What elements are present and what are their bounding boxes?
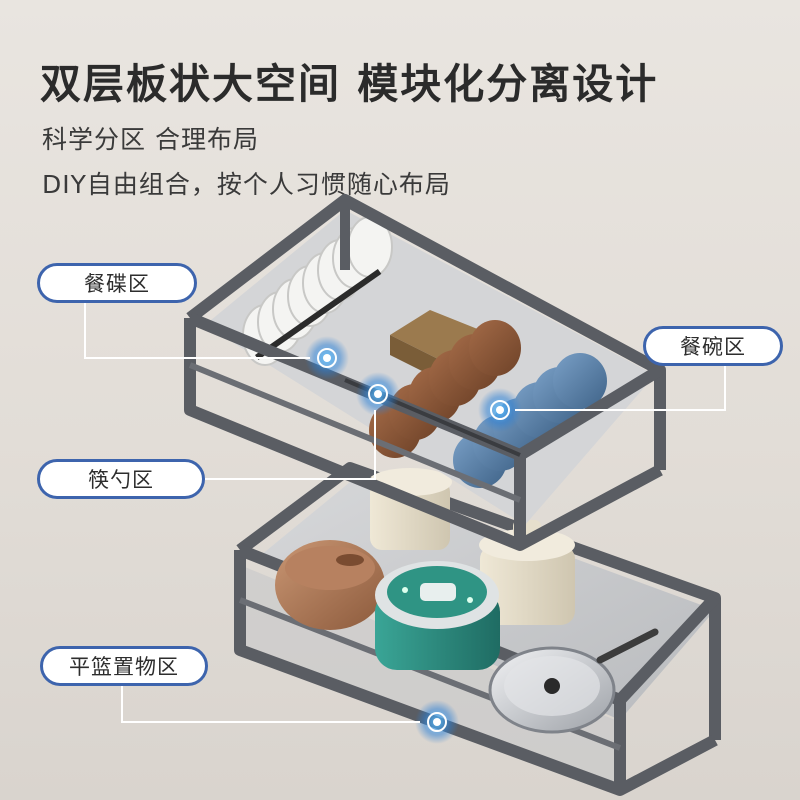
callout-flat-basket-zone: 平篮置物区 bbox=[40, 646, 208, 686]
hotspot-icon bbox=[305, 336, 349, 380]
plate-rack bbox=[242, 216, 393, 366]
lower-basket bbox=[234, 462, 721, 796]
headline: 双层板状大空间 模块化分离设计 bbox=[40, 60, 659, 108]
callout-cutlery-zone: 筷勺区 bbox=[37, 459, 205, 499]
leader-lines bbox=[84, 303, 726, 723]
subtitle-zoning: 科学分区 合理布局 bbox=[42, 125, 259, 154]
hotspot-icon bbox=[415, 700, 459, 744]
hotspot-icon bbox=[356, 372, 400, 416]
callout-plate-zone: 餐碟区 bbox=[37, 263, 197, 303]
hotspot-icon bbox=[478, 388, 522, 432]
upper-basket bbox=[184, 194, 666, 551]
callout-bowl-zone: 餐碗区 bbox=[643, 326, 783, 366]
subtitle-diy: DIY自由组合，按个人习惯随心布局 bbox=[42, 170, 451, 199]
